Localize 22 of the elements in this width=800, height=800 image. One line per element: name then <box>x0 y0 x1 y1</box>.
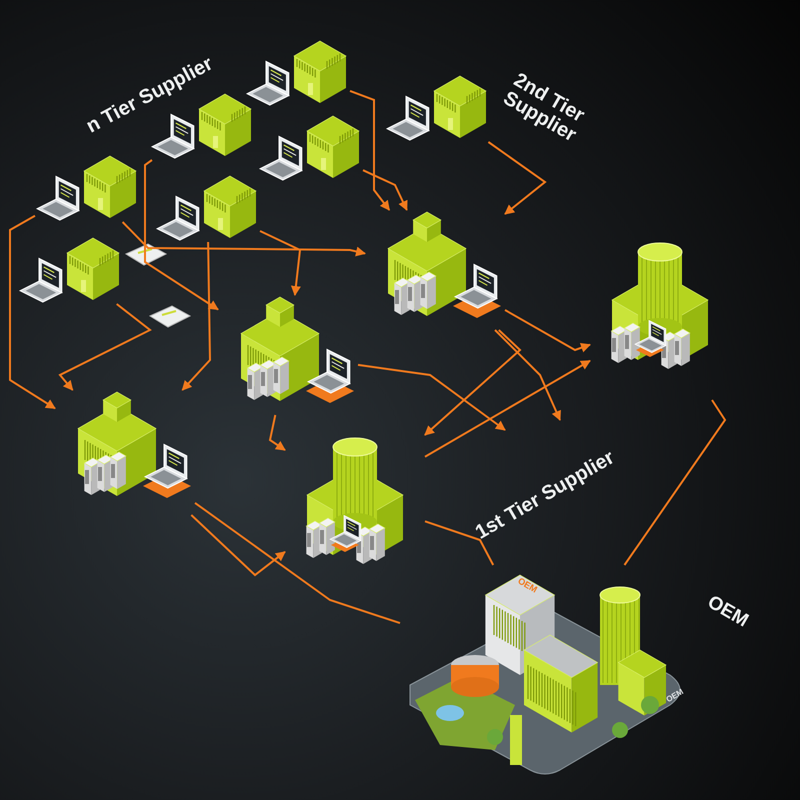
connector-line <box>424 520 494 566</box>
arrow <box>260 230 302 296</box>
building-sign: OEM <box>516 576 538 596</box>
arrow <box>424 329 522 436</box>
group-heading: OEM <box>704 592 752 632</box>
connector-line <box>194 502 400 624</box>
arrow <box>504 309 591 352</box>
arrow <box>182 242 211 391</box>
arrow <box>358 364 506 431</box>
arrow <box>144 159 219 310</box>
arrow <box>190 514 286 576</box>
statue-letters: OEM <box>665 688 685 704</box>
arrow <box>122 221 366 256</box>
arrow <box>9 214 56 410</box>
arrow <box>268 414 286 451</box>
arrow <box>58 303 152 391</box>
arrow <box>362 169 408 211</box>
arrow <box>350 90 390 211</box>
arrow <box>488 141 547 215</box>
arrow <box>494 329 561 421</box>
connector-line <box>624 399 726 566</box>
arrow <box>424 360 591 458</box>
